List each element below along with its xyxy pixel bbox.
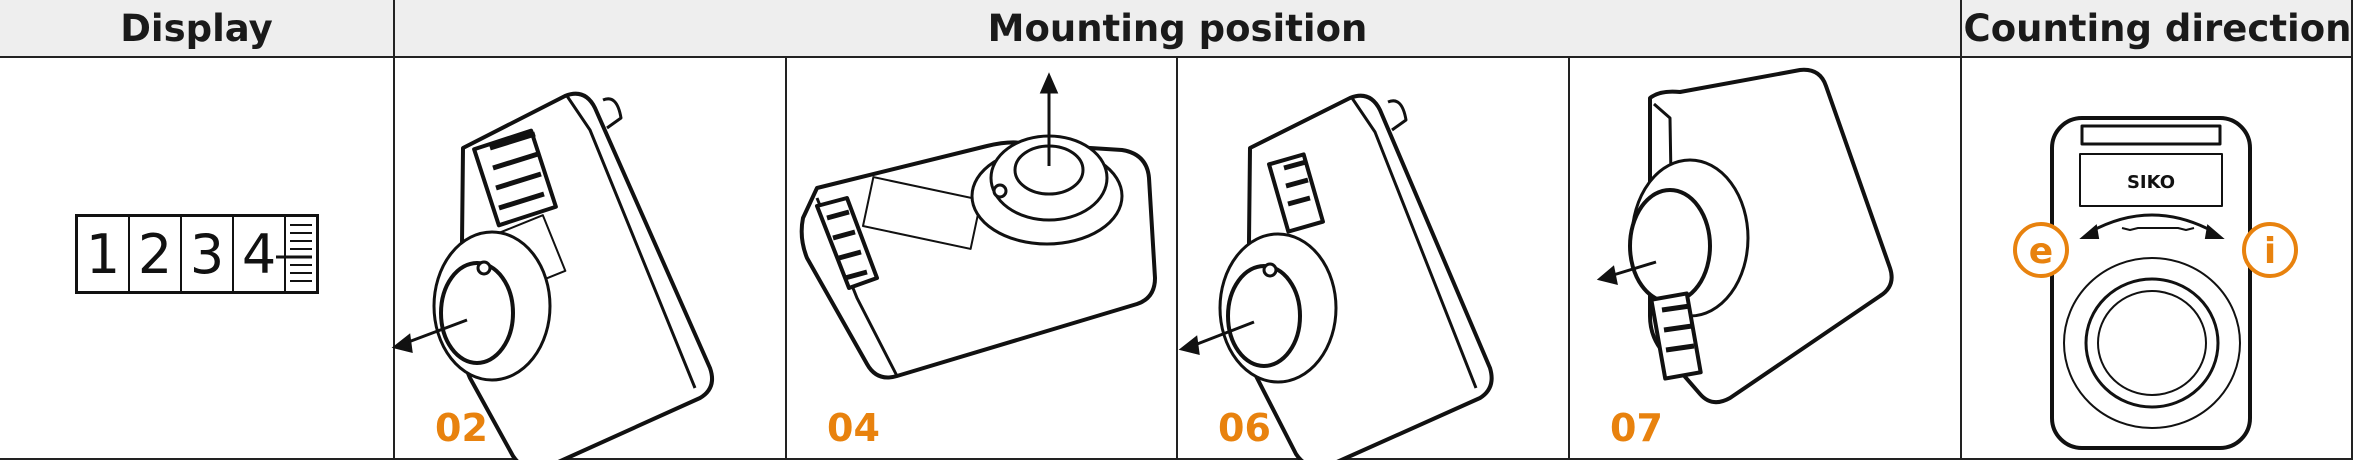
position-code-06: 06 bbox=[1218, 406, 1271, 450]
counting-direction-illustration: SIKO e i bbox=[2013, 116, 2298, 450]
header-counting-direction-label: Counting direction bbox=[1963, 6, 2352, 50]
header-mounting-position-label: Mounting position bbox=[987, 6, 1368, 50]
column-divider bbox=[1568, 56, 1570, 460]
device-position-07-illustration: 07 bbox=[1596, 67, 1894, 450]
position-code-04: 04 bbox=[827, 406, 880, 450]
counting-brand-label: SIKO bbox=[2127, 172, 2175, 193]
counting-left-marker bbox=[2013, 222, 2069, 278]
header-display-label: Display bbox=[120, 6, 273, 50]
counter-scale-wheel bbox=[276, 217, 316, 291]
counting-left-label: e bbox=[2029, 231, 2053, 272]
header-mounting-position: Mounting position bbox=[395, 0, 1960, 56]
device-position-02-illustration: 02 bbox=[391, 91, 714, 460]
counter-digit: 1 bbox=[78, 217, 130, 291]
device-position-06-illustration: 06 bbox=[1178, 93, 1494, 460]
position-code-07: 07 bbox=[1610, 406, 1663, 450]
column-divider bbox=[393, 0, 395, 460]
column-divider bbox=[1960, 0, 1962, 460]
counter-digit: 3 bbox=[182, 217, 234, 291]
table-right-rule bbox=[2351, 0, 2353, 460]
digital-counter-display: 1 2 3 4 bbox=[75, 214, 319, 294]
column-divider bbox=[1176, 56, 1178, 460]
counter-digit: 4 bbox=[234, 217, 286, 291]
column-divider bbox=[785, 56, 787, 460]
header-display: Display bbox=[0, 0, 393, 56]
counting-right-marker bbox=[2242, 222, 2298, 278]
counter-digit: 2 bbox=[130, 217, 182, 291]
position-code-02: 02 bbox=[435, 406, 488, 450]
device-position-04-illustration: 04 bbox=[799, 72, 1157, 450]
header-counting-direction: Counting direction bbox=[1962, 0, 2353, 56]
counting-right-label: i bbox=[2264, 231, 2276, 272]
